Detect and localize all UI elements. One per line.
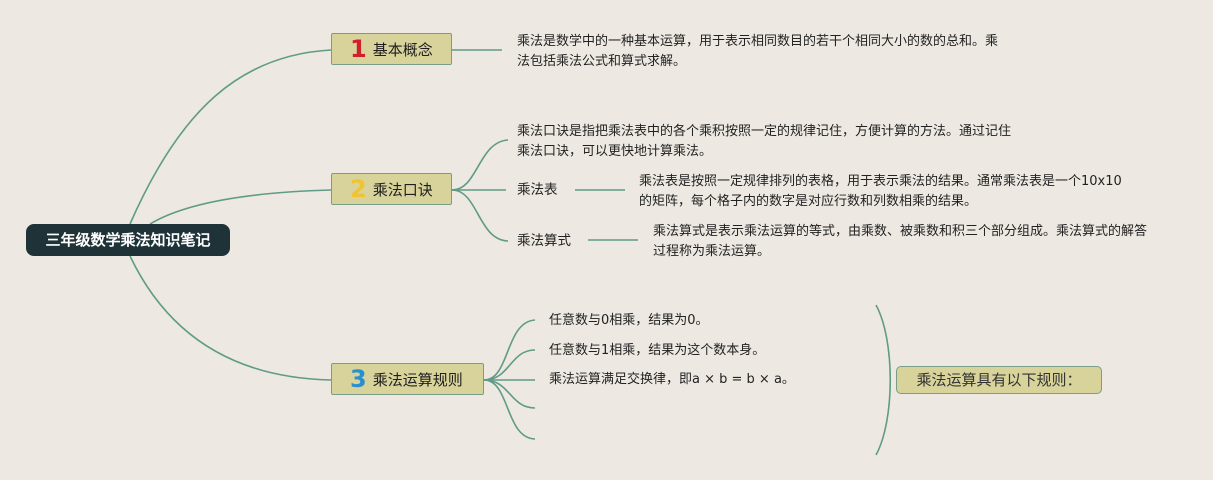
topic-multiplication-rules[interactable]: 3 乘法运算规则 — [331, 363, 484, 395]
link-topic-3-rule-4 — [483, 379, 536, 409]
topic-label: 基本概念 — [372, 40, 433, 59]
link-root-topic-1 — [129, 49, 332, 225]
link-topic-2-desc — [451, 139, 509, 191]
number-2-icon: 2 — [350, 175, 367, 203]
topic-multiplication-rhyme[interactable]: 2 乘法口诀 — [331, 173, 452, 205]
link-topic-2-child-2 — [451, 189, 509, 242]
link-root-topic-3 — [129, 255, 332, 381]
summary-brace — [875, 304, 891, 456]
subtopic-1-description: 乘法表是按照一定规律排列的表格，用于表示乘法的结果。通常乘法表是一个10x10的… — [639, 174, 1122, 209]
rule-item: 任意数与1相乘，结果为这个数本身。 — [549, 343, 766, 358]
topic-label: 乘法运算规则 — [372, 370, 463, 389]
root-label: 三年级数学乘法知识笔记 — [45, 231, 211, 249]
number-1-icon: 1 — [350, 35, 367, 63]
rule-item: 任意数与0相乘，结果为0。 — [549, 313, 709, 328]
topic-label: 乘法口诀 — [372, 180, 433, 199]
link-topic-3-rule-2 — [483, 349, 536, 381]
topic-1-description: 乘法是数学中的一种基本运算，用于表示相同数目的若干个相同大小的数的总和。乘法包括… — [517, 34, 999, 69]
summary-node[interactable]: 乘法运算具有以下规则： — [896, 366, 1102, 394]
root-node[interactable]: 三年级数学乘法知识笔记 — [26, 224, 230, 256]
subtopic-2-description: 乘法算式是表示乘法运算的等式，由乘数、被乘数和积三个部分组成。乘法算式的解答过程… — [653, 224, 1148, 259]
link-topic-3-rule-5 — [483, 379, 536, 440]
topic-2-description: 乘法口诀是指把乘法表中的各个乘积按照一定的规律记住，方便计算的方法。通过记住乘法… — [517, 124, 1012, 159]
number-3-icon: 3 — [350, 365, 367, 393]
subtopic-multiplication-formula[interactable]: 乘法算式 — [517, 233, 571, 249]
link-root-topic-2 — [149, 189, 332, 225]
rule-item: 乘法运算满足交换律，即a × b = b × a。 — [549, 372, 795, 387]
link-topic-3-rule-1 — [483, 319, 536, 381]
topic-basic-concept[interactable]: 1 基本概念 — [331, 33, 452, 65]
subtopic-multiplication-table[interactable]: 乘法表 — [517, 182, 558, 198]
